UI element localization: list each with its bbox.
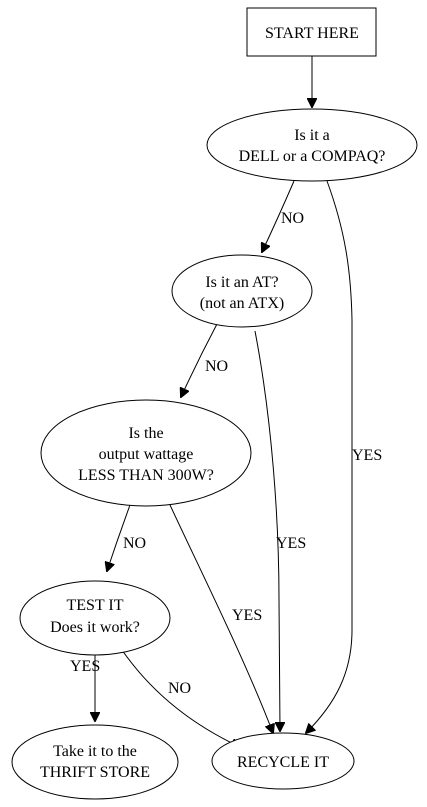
node-test-it-line-2: Does it work? xyxy=(50,619,140,636)
node-wattage: Is the output wattage LESS THAN 300W? xyxy=(40,399,252,507)
node-recycle-it-text: RECYCLE IT xyxy=(237,754,329,771)
node-is-at-line-1: Is it an AT? xyxy=(205,274,278,291)
edge-label-dell-yes: YES xyxy=(352,447,382,464)
edge-dell-compaq-yes xyxy=(306,180,353,733)
edge-dell-compaq-no xyxy=(262,180,295,252)
edge-label-dell-no: NO xyxy=(281,210,304,227)
node-thrift-store-line-2: THRIFT STORE xyxy=(40,764,150,781)
edge-is-at-no xyxy=(181,323,218,397)
node-recycle-it: RECYCLE IT xyxy=(211,732,355,790)
node-start-here: START HERE xyxy=(246,7,377,57)
edge-label-test-no: NO xyxy=(168,680,191,697)
edge-is-at-yes xyxy=(254,330,280,731)
node-thrift-store: Take it to the THRIFT STORE xyxy=(11,724,179,800)
node-wattage-line-3: LESS THAN 300W? xyxy=(78,467,214,484)
node-test-it-line-1: TEST IT xyxy=(66,597,123,614)
edge-label-watt-no: NO xyxy=(123,535,146,552)
edges: NO YES NO YES NO YES YES NO xyxy=(70,56,382,747)
edge-test-no xyxy=(121,649,240,747)
node-wattage-line-1: Is the xyxy=(128,425,163,442)
edge-label-at-no: NO xyxy=(205,358,228,375)
node-thrift-store-line-1: Take it to the xyxy=(53,743,137,760)
node-wattage-line-2: output wattage xyxy=(99,446,194,463)
node-dell-compaq: Is it a DELL or a COMPAQ? xyxy=(206,108,418,182)
node-is-at: Is it an AT? (not an ATX) xyxy=(171,254,313,328)
edge-wattage-yes xyxy=(169,504,273,733)
edge-label-test-yes: YES xyxy=(70,658,100,675)
nodes: START HERE Is it a DELL or a COMPAQ? Is … xyxy=(11,7,418,800)
node-is-at-line-2: (not an ATX) xyxy=(200,295,284,312)
edge-label-watt-yes: YES xyxy=(232,607,262,624)
node-dell-compaq-line-2: DELL or a COMPAQ? xyxy=(239,148,386,165)
node-test-it: TEST IT Does it work? xyxy=(19,580,171,656)
edge-wattage-no xyxy=(107,504,131,571)
edge-label-at-yes: YES xyxy=(276,535,306,552)
node-dell-compaq-line-1: Is it a xyxy=(294,127,330,144)
node-start-here-text: START HERE xyxy=(265,25,359,42)
